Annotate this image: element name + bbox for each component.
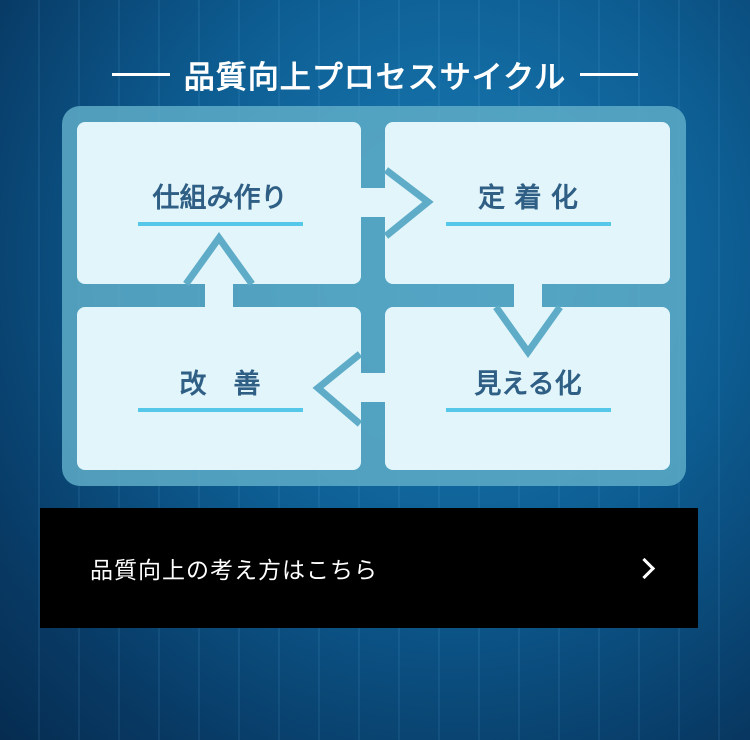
title-dash-left [111,73,170,76]
quality-approach-link-button[interactable]: 品質向上の考え方はこちら [40,508,698,628]
gap-down-arrow [514,283,542,308]
gap-right-arrow [360,188,386,217]
arrow-down-icon [493,304,563,359]
underline-bottom-right [446,408,611,412]
section-title: 品質向上プロセスサイクル [0,52,750,97]
panel-bottom-right [385,307,670,470]
title-text: 品質向上プロセスサイクル [183,60,567,96]
panel-top-right [385,122,670,284]
gap-up-arrow [205,283,233,308]
label-system-building: 仕組み作り [152,182,288,214]
label-establishment: 定 着 化 [478,182,578,214]
gap-left-arrow [360,373,386,402]
underline-top-left [138,222,303,226]
panel-bottom-left [77,307,361,470]
panels [77,122,670,470]
arrow-left-icon [312,351,363,427]
cta-label: 品質向上の考え方はこちら [90,558,378,584]
underline-bottom-left [138,408,303,412]
chevron-right-icon [633,557,656,579]
arrow-right-icon [383,167,434,239]
panel-top-left [77,122,361,284]
arrow-up-icon [183,231,255,287]
label-improvement: 改 善 [180,368,261,400]
title-dash-right [580,73,639,76]
underline-top-right [446,222,611,226]
label-visualization: 見える化 [474,369,581,400]
